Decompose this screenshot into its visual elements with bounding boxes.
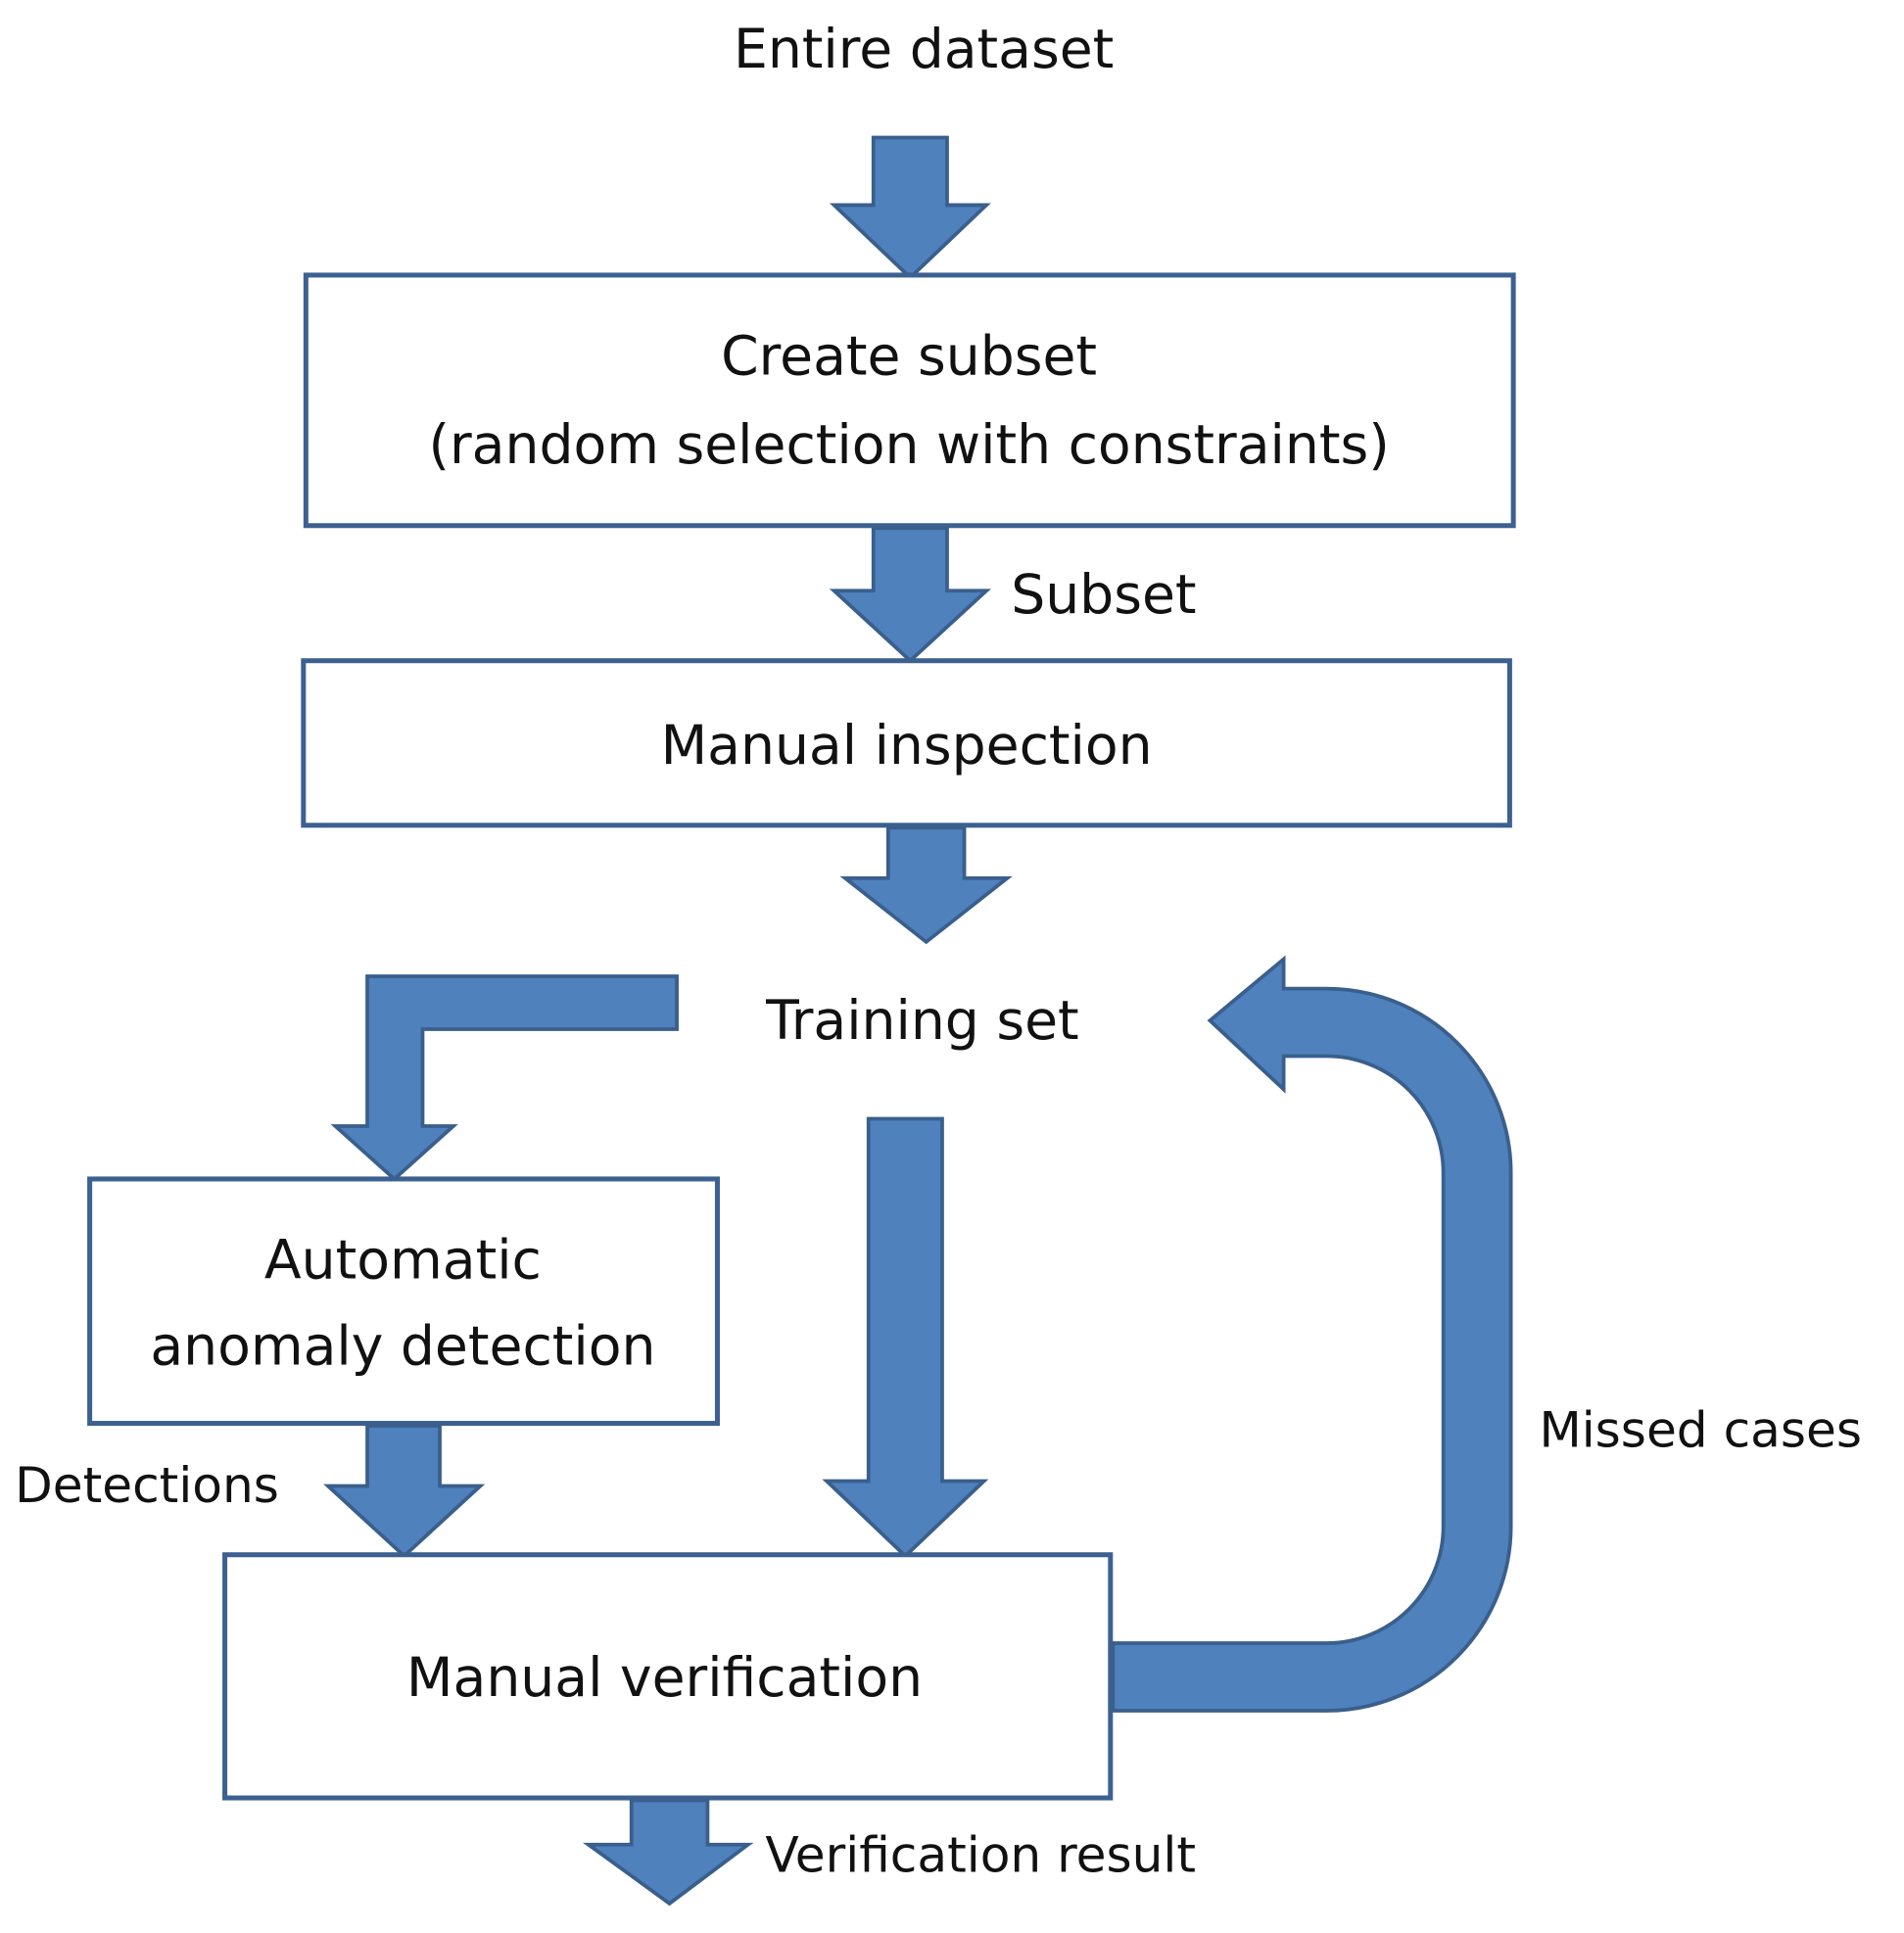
manual-verification-label: Manual verification <box>406 1647 923 1710</box>
arrow-verification-output <box>582 1798 754 1907</box>
create-subset-subtitle: (random selection with constraints) <box>428 414 1389 477</box>
arrow-missed-cases-feedback <box>1111 955 1513 1713</box>
arrow-dataset-to-subset <box>829 135 991 281</box>
create-subset-box <box>303 272 1516 529</box>
manual-inspection-box <box>301 658 1512 828</box>
manual-inspection-label: Manual inspection <box>661 715 1153 778</box>
arrow-training-to-automatic <box>330 974 679 1182</box>
subset-edge-label: Subset <box>1011 564 1196 627</box>
create-subset-title: Create subset <box>721 326 1097 389</box>
training-set-label: Training set <box>765 990 1079 1053</box>
arrow-training-to-verification <box>822 1116 989 1559</box>
verification-result-edge-label: Verification result <box>765 1825 1196 1883</box>
missed-cases-edge-label: Missed cases <box>1539 1400 1862 1458</box>
arrow-subset-to-inspection <box>829 526 991 664</box>
arrow-detections <box>323 1424 486 1559</box>
manual-verification-box <box>222 1552 1114 1801</box>
detections-edge-label: Detections <box>15 1456 279 1514</box>
arrow-inspection-to-training <box>839 825 1013 945</box>
automatic-anomaly-detection-box <box>87 1176 720 1427</box>
automatic-anomaly-detection-title: Automatic <box>264 1230 542 1293</box>
automatic-anomaly-detection-subtitle: anomaly detection <box>150 1315 655 1378</box>
entire-dataset-label: Entire dataset <box>734 19 1114 81</box>
